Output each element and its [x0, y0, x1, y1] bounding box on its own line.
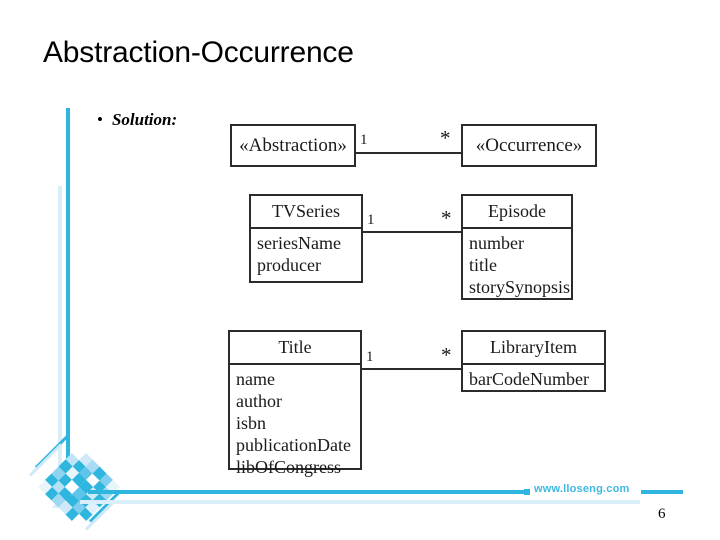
uml-attribute-list: barCodeNumber: [463, 365, 604, 394]
bullet-label: Solution:: [111, 110, 178, 129]
decorative-diamond-tiles: [37, 445, 120, 528]
association-line-3: [362, 368, 461, 370]
uml-attribute: libOfCongress: [236, 457, 341, 477]
uml-class-libraryitem: LibraryItem barCodeNumber: [461, 330, 606, 392]
multiplicity-right-3: *: [441, 343, 452, 367]
page-number: 6: [658, 506, 666, 522]
multiplicity-left-1: 1: [360, 132, 368, 148]
decorative-rule-dot: [524, 489, 530, 495]
uml-class-abstraction: «Abstraction»: [230, 124, 356, 167]
uml-class-name: «Occurrence»: [475, 134, 583, 156]
uml-class-name: LibraryItem: [490, 337, 577, 357]
uml-attribute-list: number title storySynopsis: [463, 229, 571, 302]
decorative-horizontal-rule-tail: [641, 490, 683, 494]
uml-attribute: barCodeNumber: [469, 369, 589, 389]
association-line-1: [356, 152, 461, 154]
multiplicity-left-3: 1: [366, 349, 374, 365]
uml-class-episode: Episode number title storySynopsis: [461, 194, 573, 300]
decorative-vertical-rule: [66, 108, 70, 480]
uml-attribute: name: [236, 369, 275, 389]
uml-attribute: seriesName: [257, 233, 341, 253]
uml-compartment-divider: [230, 363, 360, 365]
uml-attribute: title: [469, 255, 497, 275]
uml-compartment-divider: [251, 227, 361, 229]
uml-compartment-divider: [463, 363, 604, 365]
uml-attribute: producer: [257, 255, 321, 275]
multiplicity-right-1: *: [440, 126, 451, 150]
uml-compartment-divider: [463, 227, 571, 229]
uml-attribute-list: seriesName producer: [251, 229, 361, 280]
uml-class-tvseries: TVSeries seriesName producer: [249, 194, 363, 283]
decorative-horizontal-rule-light: [80, 500, 640, 504]
uml-attribute: storySynopsis: [469, 277, 571, 297]
uml-class-name: Episode: [488, 201, 546, 221]
footer-url: www.lloseng.com: [534, 483, 630, 495]
uml-attribute-list: name author isbn publicationDate libOfCo…: [230, 365, 360, 482]
uml-attribute: number: [469, 233, 524, 253]
bullet-list-item: • Solution:: [97, 110, 177, 130]
uml-attribute: author: [236, 391, 282, 411]
decorative-vertical-rule-light: [58, 186, 62, 478]
multiplicity-right-2: *: [441, 206, 452, 230]
uml-class-title: Title name author isbn publicationDate l…: [228, 330, 362, 477]
uml-attribute: isbn: [236, 413, 267, 433]
decorative-horizontal-rule: [88, 490, 528, 494]
uml-class-occurrence: «Occurrence»: [461, 124, 597, 167]
page-title: Abstraction-Occurrence: [43, 36, 354, 69]
uml-attribute: publicationDate: [236, 435, 351, 455]
uml-class-name: Title: [278, 337, 312, 357]
association-line-2: [363, 231, 461, 233]
uml-class-name: TVSeries: [272, 201, 340, 221]
multiplicity-left-2: 1: [367, 212, 375, 228]
uml-class-name: «Abstraction»: [239, 134, 347, 156]
bullet-marker-icon: •: [97, 110, 103, 129]
